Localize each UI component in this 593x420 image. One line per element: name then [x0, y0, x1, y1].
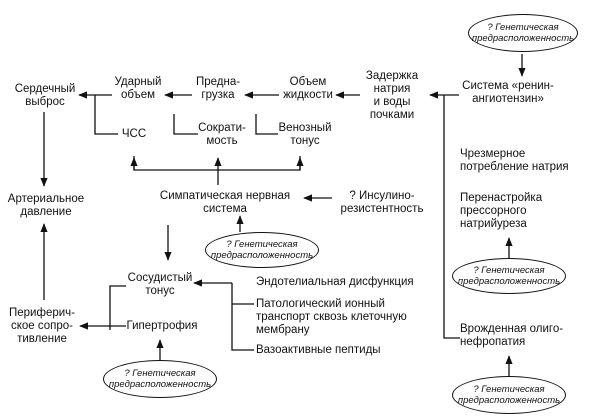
node-contractility: Сократи-мость — [198, 122, 246, 147]
node-heart-rate: ЧСС — [121, 128, 147, 140]
node-peripheral-resistance: Периферич-ское сопро- тивление — [9, 307, 75, 345]
node-endothelial-dysfunction: Эндотелиальная дисфункция — [256, 276, 414, 288]
node-hypertrophy: Гипертрофия — [126, 320, 198, 332]
line-vascular-tone — [109, 285, 126, 330]
node-vasoactive-peptides: Вазоактивные пептиды — [256, 344, 381, 356]
node-raas: Система «ренин-ангиотензин» — [462, 80, 554, 105]
node-insulin-resistance: ? Инсулино-резистентность — [340, 190, 424, 215]
line-sympathetic-bracket — [133, 156, 301, 171]
line-factors-bracket — [231, 283, 254, 351]
node-oligonephropathy: Врожденная олиго-нефропатия — [460, 323, 564, 348]
line-venous-tone — [255, 114, 278, 135]
line-right-spine — [443, 95, 460, 339]
line-contractility — [173, 114, 198, 135]
node-preload: Предна-грузка — [195, 76, 241, 101]
line-heart-rate — [94, 95, 118, 135]
